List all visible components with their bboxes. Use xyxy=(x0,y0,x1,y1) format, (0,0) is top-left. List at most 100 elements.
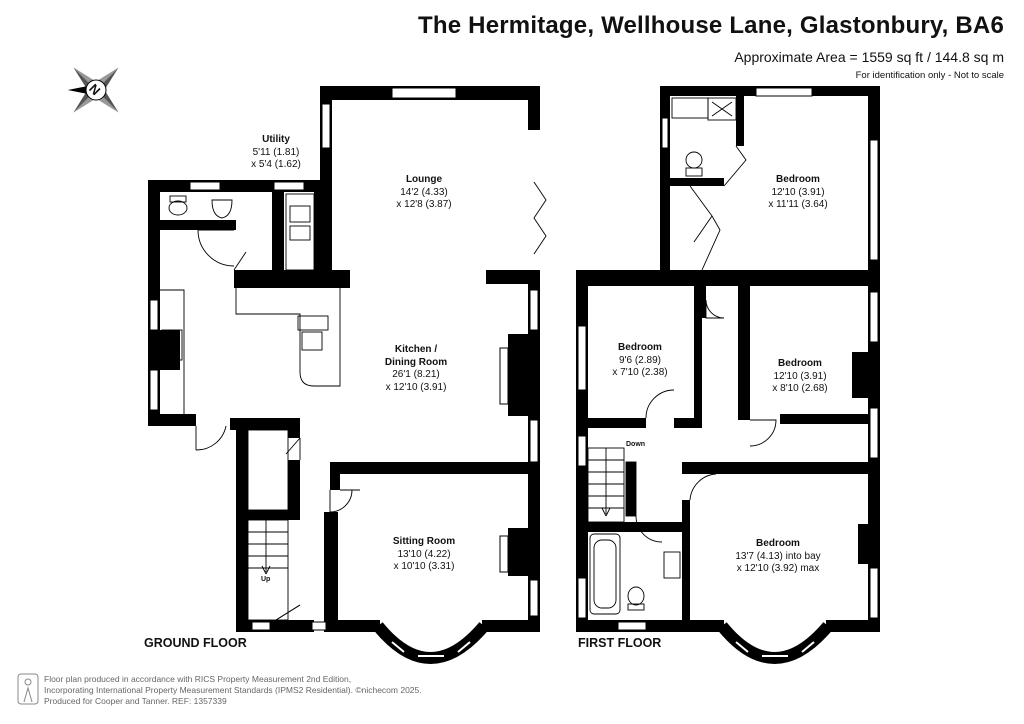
wall xyxy=(248,510,288,520)
wall xyxy=(682,500,690,632)
room-dimension: 12'10 (3.91) xyxy=(773,370,827,382)
wall xyxy=(236,620,314,632)
wall xyxy=(664,178,724,186)
wall xyxy=(148,220,236,230)
window xyxy=(499,347,509,405)
wall xyxy=(674,418,702,428)
room-dimension: 12'10 (3.91) xyxy=(771,186,825,198)
approximate-area: Approximate Area = 1559 sq ft / 144.8 sq… xyxy=(734,49,1004,65)
stairs-down-label: Down xyxy=(626,441,646,448)
ground-floor-label: GROUND FLOOR xyxy=(144,636,247,650)
room-dimension: x 8'10 (2.68) xyxy=(772,383,828,394)
room-dimension: x 5'4 (1.62) xyxy=(251,159,301,170)
room-dimension: 26'1 (8.21) xyxy=(392,369,440,380)
room-label-bedroom-bottom: Bedroom 13'7 (4.13) into bay x 12'10 (3.… xyxy=(735,538,820,576)
room-label-lounge: Lounge 14'2 (4.33) x 12'8 (3.87) xyxy=(396,174,451,212)
room-label-kitchen-dining: Kitchen / Dining Room 26'1 (8.21) x 12'1… xyxy=(385,344,447,394)
first-floor-label: FIRST FLOOR xyxy=(578,636,662,650)
window xyxy=(499,535,509,573)
window xyxy=(529,289,539,331)
room-label-bedroom-right: Bedroom 12'10 (3.91) x 8'10 (2.68) xyxy=(772,358,827,396)
window xyxy=(577,325,587,391)
wall xyxy=(324,620,380,632)
wall xyxy=(236,418,248,632)
window xyxy=(577,435,587,467)
room-name: Bedroom xyxy=(776,174,820,185)
window xyxy=(755,87,813,97)
wall xyxy=(694,270,706,318)
window xyxy=(529,579,539,617)
wall xyxy=(528,86,540,130)
stairs-up-label: Up xyxy=(261,576,271,583)
wall xyxy=(508,334,534,416)
wall xyxy=(288,460,300,520)
wall xyxy=(148,414,196,426)
window xyxy=(149,369,159,411)
window xyxy=(391,87,457,99)
room-label-bedroom-top: Bedroom 12'10 (3.91) x 11'11 (3.64) xyxy=(768,174,827,212)
room-dimension: 5'11 (1.81) xyxy=(252,146,300,158)
room-name: Bedroom xyxy=(778,358,822,369)
logo-icon xyxy=(17,673,39,705)
window xyxy=(869,139,879,261)
room-dimension: x 12'10 (3.91) xyxy=(385,381,447,393)
room-dimension: x 12'10 (3.92) max xyxy=(736,563,820,574)
wall xyxy=(486,270,540,284)
room-name: Utility xyxy=(262,134,290,145)
wall xyxy=(330,462,340,490)
room-name: Bedroom xyxy=(756,538,800,549)
wall xyxy=(682,462,880,474)
wall xyxy=(508,528,532,576)
window xyxy=(273,181,305,191)
wall xyxy=(858,524,870,564)
room-label-utility: Utility 5'11 (1.81) x 5'4 (1.62) xyxy=(251,134,301,172)
page-title: The Hermitage, Wellhouse Lane, Glastonbu… xyxy=(418,12,1004,39)
room-dimension: 13'7 (4.13) into bay xyxy=(735,550,821,562)
window xyxy=(869,291,879,343)
room-label-sitting-room: Sitting Room 13'10 (4.22) x 10'10 (3.31) xyxy=(393,536,455,574)
bay-window xyxy=(717,622,833,664)
footer-disclaimer: Floor plan produced in accordance with R… xyxy=(44,674,422,706)
window xyxy=(189,181,221,191)
scale-note: For identification only - Not to scale xyxy=(855,70,1004,81)
wall xyxy=(482,620,540,632)
wall xyxy=(576,620,724,632)
wall xyxy=(272,180,284,272)
window xyxy=(869,407,879,459)
room-name: Kitchen / xyxy=(394,344,438,355)
wall xyxy=(826,620,880,632)
window xyxy=(617,621,647,631)
room-dimension: x 7'10 (2.38) xyxy=(612,367,668,378)
window xyxy=(577,577,587,619)
room-dimension: x 10'10 (3.31) xyxy=(393,561,455,572)
wall xyxy=(576,270,880,286)
wall xyxy=(626,462,636,516)
room-dimension: x 11'11 (3.64) xyxy=(768,199,828,210)
wall xyxy=(588,418,646,428)
room-name: Bedroom xyxy=(618,342,662,353)
window xyxy=(251,621,271,631)
wall xyxy=(330,462,540,474)
wall xyxy=(160,330,180,370)
window xyxy=(311,621,327,631)
window xyxy=(321,103,331,149)
wall xyxy=(314,180,332,272)
wall xyxy=(234,270,350,288)
wall xyxy=(694,318,702,426)
window xyxy=(149,299,159,331)
compass-icon xyxy=(67,67,119,113)
room-name: Lounge xyxy=(405,174,443,185)
window xyxy=(661,117,669,149)
wall xyxy=(852,352,868,398)
wall xyxy=(324,512,338,632)
window xyxy=(529,419,539,463)
wall xyxy=(736,96,744,146)
room-name: Sitting Room xyxy=(392,536,456,547)
wall xyxy=(288,418,300,438)
wall xyxy=(738,270,750,420)
window xyxy=(869,567,879,619)
room-dimension: 9'6 (2.89) xyxy=(619,354,661,366)
room-name: Dining Room xyxy=(384,356,448,368)
wall xyxy=(588,522,684,532)
